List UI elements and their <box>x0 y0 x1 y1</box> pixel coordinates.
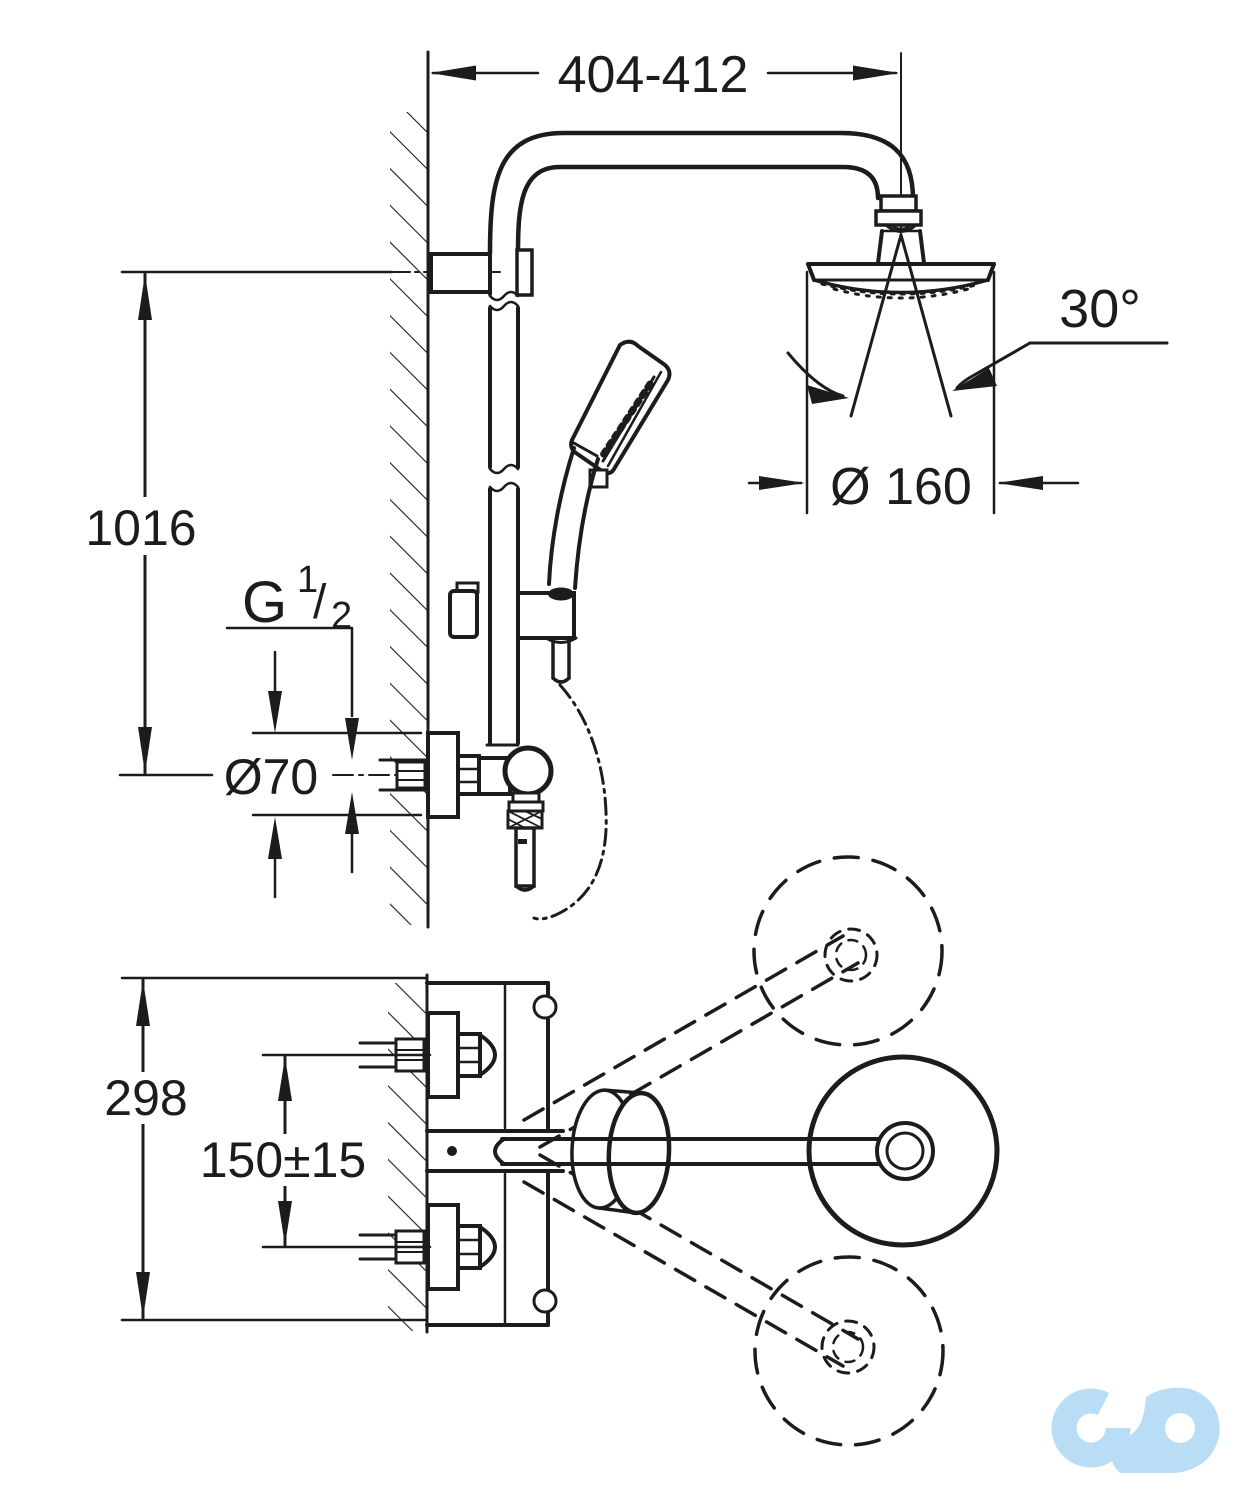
shower-arm-top <box>493 1137 882 1166</box>
head-neck <box>876 229 926 265</box>
rail-wall-bracket <box>429 252 492 294</box>
swivel-range-dashed <box>522 855 945 1447</box>
arm-escutcheon <box>570 1088 672 1216</box>
thread-numerator: 1 <box>297 559 318 601</box>
diverter-knob <box>502 745 554 797</box>
hand-shower-nozzles <box>597 380 654 462</box>
shower-hose-loop <box>532 683 608 921</box>
dim-inlet-spacing: 150±15 <box>186 1053 432 1249</box>
logo-left-ring <box>1051 1388 1131 1468</box>
hose-outlet <box>514 826 536 888</box>
logo-right-shape <box>1110 1387 1220 1473</box>
top-width-label: 404-412 <box>558 46 749 104</box>
inlet-union-bottom <box>358 1203 497 1291</box>
height-label: 1016 <box>85 500 196 556</box>
dim-thread: G 1 / 2 <box>225 559 359 874</box>
shower-rail <box>488 251 520 745</box>
dim-spray-angle: 30° <box>786 279 1169 404</box>
body-height-label: 298 <box>104 1070 187 1126</box>
thread-letter: G <box>242 570 287 635</box>
dim-flange-diameter: Ø70 <box>224 650 423 899</box>
spray-nozzle-dots <box>832 287 970 300</box>
spray-nozzle-dots <box>820 282 982 296</box>
diverter-valve <box>426 731 554 892</box>
hand-shower-head-outline <box>569 339 672 476</box>
shower-pipe <box>487 130 916 256</box>
thermostat-body-top <box>425 981 565 1327</box>
cd-infinity-logo <box>1051 1387 1220 1473</box>
head-circle-top <box>806 1054 1000 1248</box>
hand-shower-holder <box>448 581 578 684</box>
inlet-union-top <box>358 1011 497 1099</box>
thread-denominator: 2 <box>331 595 352 637</box>
rail-bracket-cap <box>515 248 534 297</box>
head-swivel-fitting <box>874 194 923 233</box>
head-diameter-label: Ø 160 <box>830 458 972 516</box>
flange-diameter-label: Ø70 <box>224 749 319 805</box>
dim-height: 1016 <box>78 270 501 777</box>
hand-shower-handle <box>547 446 576 586</box>
logo-right-hole <box>1165 1413 1195 1443</box>
front-view: 30° Ø 160 404-412 1016 <box>78 46 1169 929</box>
hand-shower <box>547 339 672 601</box>
wall-hatch-top <box>388 973 429 1334</box>
spray-angle-lines <box>849 233 953 418</box>
spray-angle-label: 30° <box>1059 279 1141 339</box>
dim-body-height: 298 <box>98 976 429 1322</box>
thread-slash: / <box>313 576 327 629</box>
wall-supply-connection <box>332 758 509 792</box>
inlet-spacing-label: 150±15 <box>200 1132 366 1188</box>
overhead-shower-head <box>806 262 996 300</box>
dim-head-diameter: Ø 160 <box>747 270 1080 516</box>
wall-hatch-front <box>390 50 430 929</box>
top-view: 298 150±15 <box>98 855 1000 1447</box>
dim-top-width: 404-412 <box>430 46 899 104</box>
